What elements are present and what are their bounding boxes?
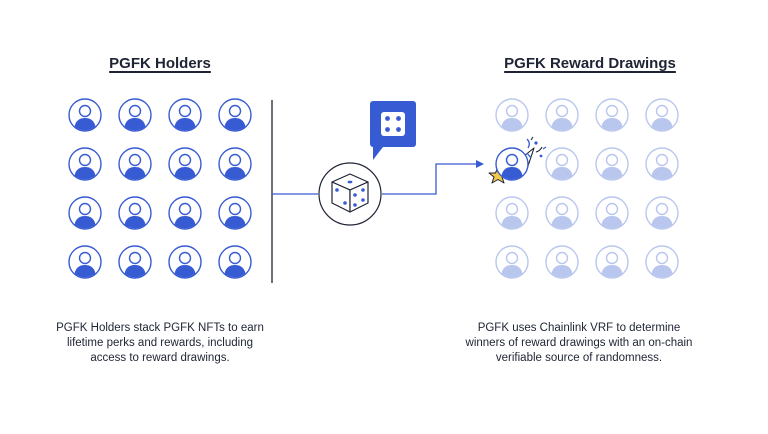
arrow-line [382,163,478,195]
avatar-icon [645,196,679,230]
avatar-icon [545,196,579,230]
dice-four-bubble-icon [370,101,416,160]
avatar-icon [495,196,529,230]
avatar-icon [168,196,202,230]
avatar-icon [118,147,152,181]
avatar-icon [218,147,252,181]
avatar-icon [218,98,252,132]
caption-line: lifetime perks and rewards, including [66,337,253,349]
avatar-icon [168,147,202,181]
avatar-icon [645,147,679,181]
caption-line: PGFK uses Chainlink VRF to determine [477,322,681,334]
avatar-icon [68,196,102,230]
avatar-icon [595,98,629,132]
holders-title: PGFK Holders [109,55,211,72]
caption-line: winners of reward drawings with an on-ch… [465,337,693,349]
avatar-icon [645,245,679,279]
avatar-icon [595,196,629,230]
avatar-icon [168,245,202,279]
caption-line: verifiable source of randomness. [495,352,663,364]
avatar-icon [495,245,529,279]
avatar-icon [118,196,152,230]
dice-icon [318,162,382,226]
avatar-icon [218,196,252,230]
avatar-icon [68,147,102,181]
avatar-icon [495,98,529,132]
avatar-icon [218,245,252,279]
arrow-head-icon [476,160,484,168]
reward-caption: PGFK uses Chainlink VRF to determine win… [448,321,710,366]
avatar-icon [118,245,152,279]
avatar-icon [545,147,579,181]
holders-caption: PGFK Holders stack PGFK NFTs to earn lif… [30,321,290,366]
avatar-icon [595,245,629,279]
avatar-icon [118,98,152,132]
reward-drawings-title: PGFK Reward Drawings [504,55,676,72]
avatar-icon [68,98,102,132]
avatar-icon [545,245,579,279]
avatar-icon [68,245,102,279]
avatar-icon [645,98,679,132]
winner-avatar-icon [495,147,529,181]
caption-line: access to reward drawings. [90,352,230,364]
caption-line: PGFK Holders stack PGFK NFTs to earn [56,322,264,334]
avatar-icon [545,98,579,132]
avatar-icon [595,147,629,181]
avatar-icon [168,98,202,132]
